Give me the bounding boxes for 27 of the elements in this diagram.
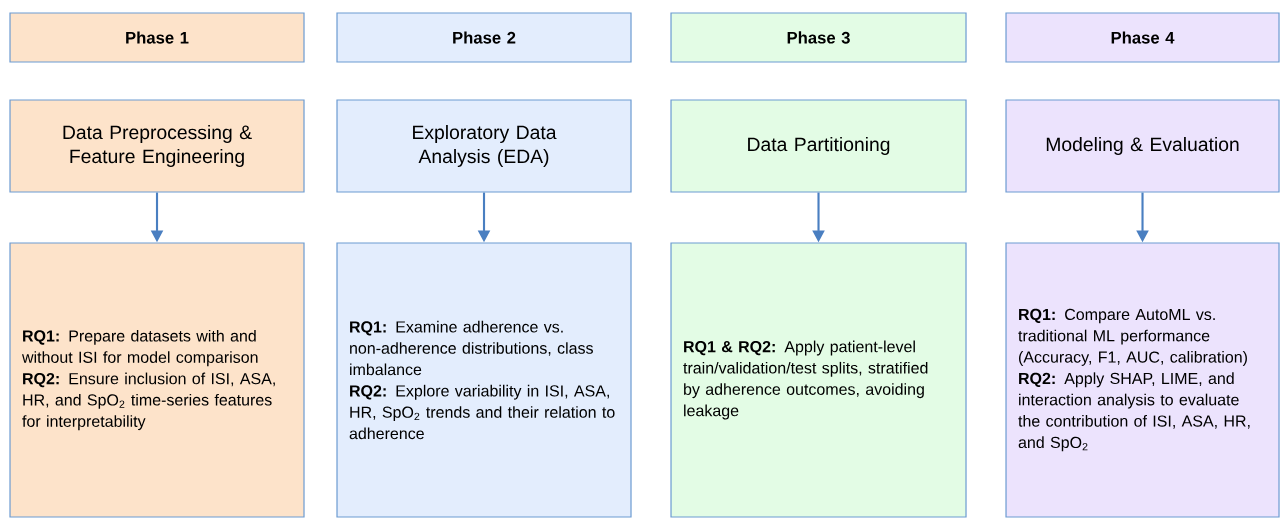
phase-header-box [1005,12,1280,63]
phase-header-box [336,12,632,63]
research-question-text: RQ1 & RQ2: Apply patient-level train/validation/test splits, stratified by adherence outcomes, avoiding leakage [683,340,928,420]
detail-box [1005,242,1280,518]
step-box [670,99,967,193]
step-title: Exploratory Data Analysis (EDA) [413,125,557,167]
research-question-text: RQ2: Ensure inclusion of ISI, ASA, HR, and SpO$_{2}$ time-series features for interpretability [22,372,275,431]
phase-header-box [9,12,305,63]
detail-box [670,242,967,518]
step-box [336,99,632,193]
detail-box [336,242,632,518]
step-box [9,99,305,193]
research-question-text: RQ1: Compare AutoML vs. traditional ML performance (Accuracy, F1, AUC, calibration) [1018,308,1247,366]
research-question-text: RQ2: Apply SHAP, LIME, and interaction analysis to evaluate the contribution of ISI, ASA, HR, and SpO$_{2}$ [1018,372,1250,452]
phase-label: Phase 3 [787,31,850,44]
phase-label: Phase 1 [126,31,189,44]
step-title: Data Partitioning [748,137,890,155]
step-title: Modeling & Evaluation [1046,137,1239,155]
step-title: Data Preprocessing & Feature Engineering [63,125,252,167]
research-question-text: RQ2: Explore variability in ISI, ASA, HR, SpO$_{2}$ trends and their relation to adherence [349,384,615,440]
phase-label: Phase 2 [453,31,516,44]
phase-label: Phase 4 [1111,31,1175,44]
step-box [1005,99,1280,193]
research-question-text: RQ1: Examine adherence vs. non-adherence distributions, class imbalance [350,320,593,376]
phase-header-box [670,12,967,63]
detail-box [9,242,305,518]
research-question-text: RQ1: Prepare datasets with and without ISI for model comparison [22,329,258,367]
